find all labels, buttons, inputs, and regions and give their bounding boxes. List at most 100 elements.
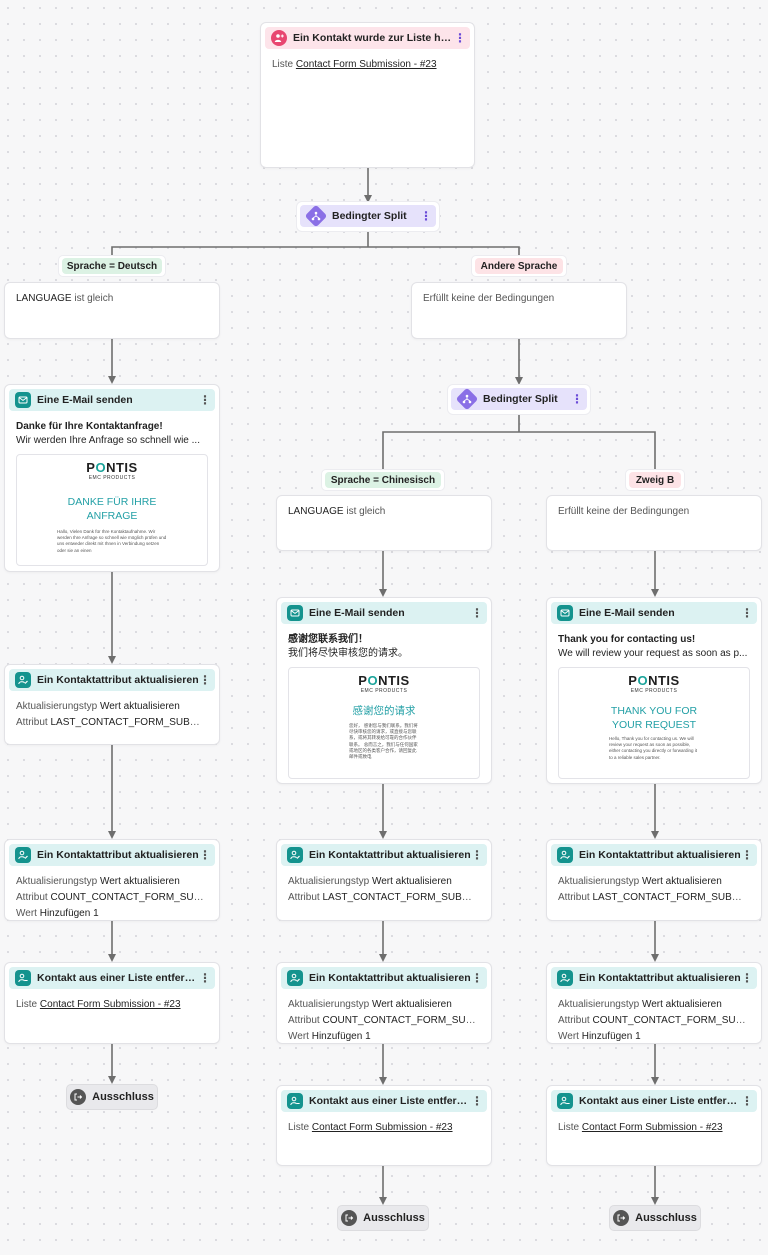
more-options-icon[interactable] xyxy=(471,608,481,618)
more-options-icon[interactable] xyxy=(741,1096,751,1106)
email-preview[interactable]: PONTIS EMC PRODUCTS THANK YOU FOR YOUR R… xyxy=(558,667,750,779)
email-card-english[interactable]: Eine E-Mail senden Thank you for contact… xyxy=(546,597,762,784)
value-line: Wert Hinzufügen 1 xyxy=(16,908,99,919)
logo-subtitle: EMC PRODUCTS xyxy=(630,688,678,694)
attribute-line: Attribut COUNT_CONTACT_FORM_SUBM... xyxy=(16,892,217,903)
trigger-card[interactable]: Ein Kontakt wurde zur Liste hin... Liste… xyxy=(260,22,475,168)
preview-heading: 感谢您的请求 xyxy=(352,705,416,717)
exit-node-english[interactable]: Ausschluss xyxy=(609,1205,701,1231)
user-edit-icon xyxy=(557,847,573,863)
preview-body: Hallo, Vielen Dank für Ihre Kontaktaufna… xyxy=(57,529,167,553)
condition-card-deutsch[interactable]: LANGUAGE ist gleich xyxy=(4,282,220,339)
update-attribute-card[interactable]: Ein Kontaktattribut aktualisieren Aktual… xyxy=(4,839,220,921)
conditional-split-1[interactable]: Bedingter Split xyxy=(296,201,440,232)
logo-subtitle: EMC PRODUCTS xyxy=(88,475,136,481)
more-options-icon[interactable] xyxy=(471,850,481,860)
email-subject: Thank you for contacting us! xyxy=(558,634,696,645)
email-preview[interactable]: PONTIS EMC PRODUCTS DANKE FÜR IHRE ANFRA… xyxy=(16,454,208,566)
more-options-icon[interactable] xyxy=(420,211,430,221)
trigger-list-key: Liste xyxy=(272,59,294,70)
update-attribute-card[interactable]: Ein Kontaktattribut aktualisieren Aktual… xyxy=(276,839,492,921)
remove-card-header: Kontakt aus einer Liste entfernen xyxy=(9,967,215,989)
update-type-line: Aktualisierungstyp Wert aktualisieren xyxy=(16,701,180,712)
list-link[interactable]: Contact Form Submission - #23 xyxy=(311,1122,453,1133)
remove-user-icon xyxy=(15,970,31,986)
update-attribute-card[interactable]: Ein Kontaktattribut aktualisieren Aktual… xyxy=(546,839,762,921)
email-preheader: 我们将尽快审核您的请求。 xyxy=(288,648,408,659)
remove-card-title: Kontakt aus einer Liste entfernen xyxy=(309,1095,471,1107)
split-title: Bedingter Split xyxy=(332,210,407,222)
update-card-title: Ein Kontaktattribut aktualisieren xyxy=(579,972,741,984)
update-type-line: Aktualisierungstyp Wert aktualisieren xyxy=(558,876,722,887)
email-card-deutsch[interactable]: Eine E-Mail senden Danke für Ihre Kontak… xyxy=(4,384,220,572)
update-card-header: Ein Kontaktattribut aktualisieren xyxy=(551,967,757,989)
condition-op: ist gleich xyxy=(74,293,114,304)
exit-label: Ausschluss xyxy=(635,1212,697,1224)
condition-line: LANGUAGE ist gleich xyxy=(277,504,491,520)
trigger-card-header: Ein Kontakt wurde zur Liste hin... xyxy=(265,27,470,49)
remove-user-icon xyxy=(287,1093,303,1109)
remove-from-list-card[interactable]: Kontakt aus einer Liste entfernen Liste … xyxy=(276,1085,492,1166)
mail-icon xyxy=(287,605,303,621)
conditional-split-2[interactable]: Bedingter Split xyxy=(447,384,591,415)
remove-card-header: Kontakt aus einer Liste entfernen xyxy=(551,1090,757,1112)
update-attribute-card[interactable]: Ein Kontaktattribut aktualisieren Aktual… xyxy=(4,664,220,745)
attribute-line: Attribut COUNT_CONTACT_FORM_SUBM... xyxy=(558,1015,759,1026)
condition-card-zweig-b[interactable]: Erfüllt keine der Bedingungen xyxy=(546,495,762,551)
update-card-title: Ein Kontaktattribut aktualisieren xyxy=(37,674,199,686)
user-edit-icon xyxy=(557,970,573,986)
mail-icon xyxy=(557,605,573,621)
email-card-title: Eine E-Mail senden xyxy=(37,394,133,406)
condition-line: Erfüllt keine der Bedingungen xyxy=(423,293,555,304)
attribute-line: Attribut LAST_CONTACT_FORM_SUBMIS... xyxy=(288,892,488,903)
mail-icon xyxy=(15,392,31,408)
update-card-title: Ein Kontaktattribut aktualisieren xyxy=(579,849,741,861)
update-attribute-card[interactable]: Ein Kontaktattribut aktualisieren Aktual… xyxy=(276,962,492,1044)
email-subject: 感谢您联系我们！ xyxy=(288,634,368,645)
condition-card-other[interactable]: Erfüllt keine der Bedingungen xyxy=(411,282,627,339)
branch-label-deutsch[interactable]: Sprache = Deutsch xyxy=(62,258,162,274)
email-card-chinesisch[interactable]: Eine E-Mail senden 感谢您联系我们！ 我们将尽快审核您的请求。… xyxy=(276,597,492,784)
branch-label-other[interactable]: Andere Sprache xyxy=(475,258,563,274)
email-card-title: Eine E-Mail senden xyxy=(579,607,675,619)
branch-label-chinesisch[interactable]: Sprache = Chinesisch xyxy=(325,472,441,488)
email-preheader: Wir werden Ihre Anfrage so schnell wie .… xyxy=(16,435,200,446)
list-link[interactable]: Contact Form Submission - #23 xyxy=(581,1122,723,1133)
split-title: Bedingter Split xyxy=(483,393,558,405)
more-options-icon[interactable] xyxy=(471,1096,481,1106)
update-attribute-card[interactable]: Ein Kontaktattribut aktualisieren Aktual… xyxy=(546,962,762,1044)
remove-card-title: Kontakt aus einer Liste entfernen xyxy=(37,972,199,984)
more-options-icon[interactable] xyxy=(199,973,209,983)
exit-icon xyxy=(70,1089,87,1105)
remove-from-list-card[interactable]: Kontakt aus einer Liste entfernen Liste … xyxy=(4,962,220,1044)
update-card-header: Ein Kontaktattribut aktualisieren xyxy=(9,669,215,691)
more-options-icon[interactable] xyxy=(471,973,481,983)
more-options-icon[interactable] xyxy=(571,394,581,404)
email-preview[interactable]: PONTIS EMC PRODUCTS 感谢您的请求 您好， 感谢您与我们联系。… xyxy=(288,667,480,779)
exit-node-chinesisch[interactable]: Ausschluss xyxy=(337,1205,429,1231)
more-options-icon[interactable] xyxy=(741,850,751,860)
more-options-icon[interactable] xyxy=(199,395,209,405)
attribute-line: Attribut LAST_CONTACT_FORM_SUBMIS... xyxy=(558,892,758,903)
user-edit-icon xyxy=(15,672,31,688)
update-type-line: Aktualisierungstyp Wert aktualisieren xyxy=(558,999,722,1010)
remove-from-list-card[interactable]: Kontakt aus einer Liste entfernen Liste … xyxy=(546,1085,762,1166)
more-options-icon[interactable] xyxy=(741,973,751,983)
list-link[interactable]: Contact Form Submission - #23 xyxy=(39,999,181,1010)
email-card-header: Eine E-Mail senden xyxy=(281,602,487,624)
condition-key: LANGUAGE xyxy=(16,293,72,304)
branch-label-zweig-b[interactable]: Zweig B xyxy=(629,472,681,488)
email-card-title: Eine E-Mail senden xyxy=(309,607,405,619)
more-options-icon[interactable] xyxy=(199,675,209,685)
trigger-title: Ein Kontakt wurde zur Liste hin... xyxy=(293,32,454,44)
more-options-icon[interactable] xyxy=(454,33,464,43)
more-options-icon[interactable] xyxy=(741,608,751,618)
exit-label: Ausschluss xyxy=(92,1091,154,1103)
condition-card-chinesisch[interactable]: LANGUAGE ist gleich xyxy=(276,495,492,551)
user-edit-icon xyxy=(287,970,303,986)
exit-node-deutsch[interactable]: Ausschluss xyxy=(66,1084,158,1110)
split-icon xyxy=(455,387,479,411)
trigger-list-link[interactable]: Contact Form Submission - #23 xyxy=(295,59,437,70)
more-options-icon[interactable] xyxy=(199,850,209,860)
add-user-icon xyxy=(271,30,287,46)
